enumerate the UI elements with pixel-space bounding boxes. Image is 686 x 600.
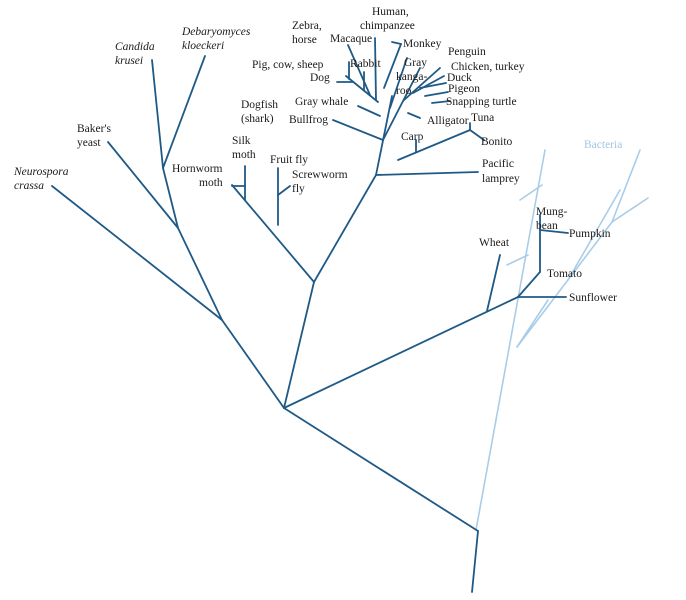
label-human-2: chimpanzee (360, 20, 415, 32)
label-candida-2: krusei (115, 55, 143, 67)
label-wheat: Wheat (479, 237, 510, 249)
label-macaque: Macaque (330, 33, 372, 45)
label-silk-moth: Silk (232, 135, 251, 147)
label-kangaroo-3: roo (396, 85, 412, 97)
label-debaryomyces: Debaryomyces (181, 26, 251, 38)
label-dogfish-2: (shark) (241, 113, 274, 125)
label-bakers-yeast-2: yeast (77, 137, 101, 149)
label-monkey: Monkey (403, 38, 442, 50)
label-bullfrog: Bullfrog (289, 114, 328, 126)
label-bacteria: Bacteria (584, 139, 622, 151)
label-pacific-lamprey-2: lamprey (482, 173, 520, 185)
label-rabbit: Rabbit (350, 58, 381, 70)
label-bonito: Bonito (481, 136, 513, 148)
label-zebra: Zebra, (292, 20, 322, 32)
bacteria-branches (475, 149, 649, 531)
label-tuna: Tuna (471, 112, 494, 124)
label-kangaroo-2: kanga- (396, 71, 427, 83)
label-pigeon: Pigeon (448, 83, 480, 95)
label-mung-bean: Mung- (536, 206, 567, 218)
label-debaryomyces-2: kloeckeri (182, 40, 224, 52)
label-mung-bean-2: bean (536, 220, 558, 232)
label-carp: Carp (401, 131, 424, 143)
label-neurospora-2: crassa (14, 180, 44, 192)
label-dog: Dog (310, 72, 330, 84)
label-screwworm-2: fly (292, 183, 305, 195)
label-pacific-lamprey: Pacific (482, 158, 514, 170)
label-pig-cow-sheep: Pig, cow, sheep (252, 59, 324, 71)
label-kangaroo: Gray (404, 57, 427, 69)
label-bakers-yeast: Baker's (77, 123, 112, 135)
label-sunflower: Sunflower (569, 292, 617, 304)
label-tomato: Tomato (547, 268, 582, 280)
label-candida: Candida (115, 41, 155, 53)
label-hornworm: Hornworm (172, 163, 223, 175)
label-alligator: Alligator (427, 115, 469, 127)
label-dogfish: Dogfish (241, 99, 278, 111)
label-gray-whale: Gray whale (295, 96, 348, 108)
label-chicken-turkey: Chicken, turkey (451, 61, 525, 73)
label-duck: Duck (447, 72, 472, 84)
label-neurospora: Neurospora (13, 166, 69, 178)
label-penguin: Penguin (448, 46, 486, 58)
label-human: Human, (372, 6, 409, 18)
label-fruit-fly: Fruit fly (270, 154, 308, 166)
label-snapping-turtle: Snapping turtle (446, 96, 517, 108)
label-zebra-2: horse (292, 34, 317, 46)
label-screwworm: Screwworm (292, 169, 348, 181)
tree-branches (51, 37, 569, 593)
label-pumpkin: Pumpkin (569, 228, 611, 240)
label-silk-moth-2: moth (232, 149, 256, 161)
label-hornworm-2: moth (199, 177, 223, 189)
